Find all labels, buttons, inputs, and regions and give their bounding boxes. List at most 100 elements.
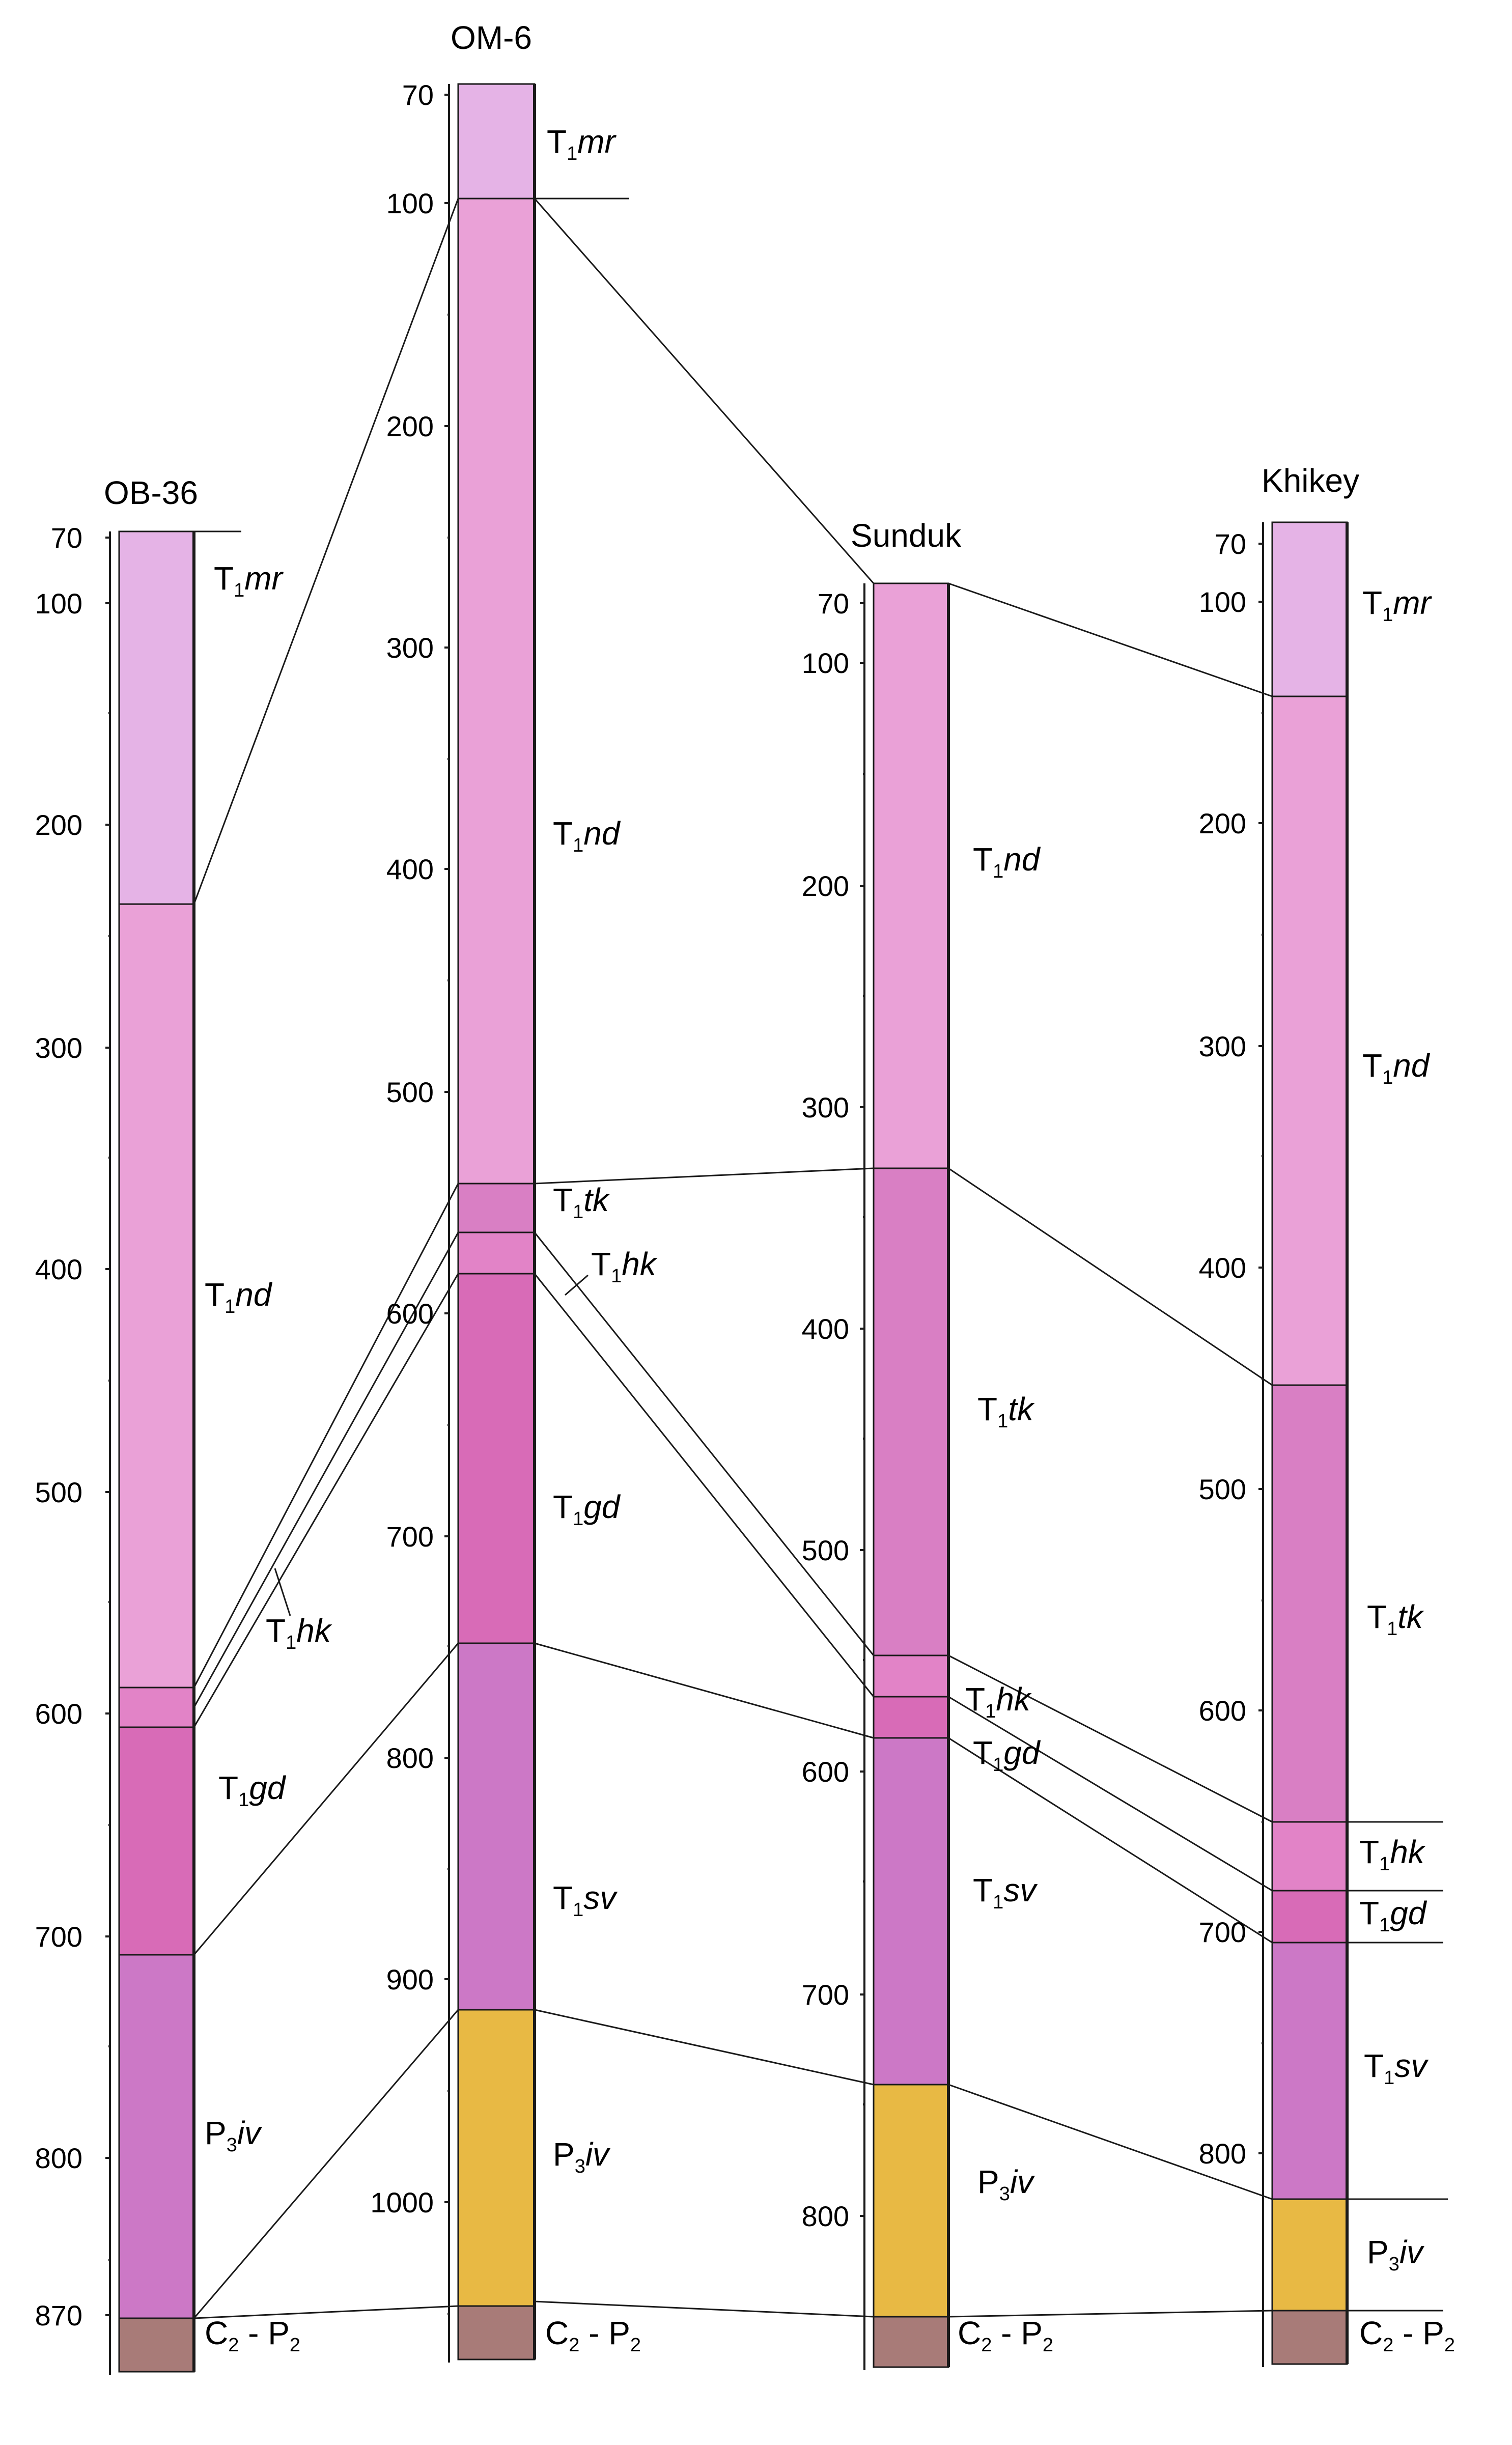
unit-label: T1hk bbox=[1359, 1834, 1426, 1875]
depth-tick-label: 300 bbox=[1199, 1030, 1246, 1062]
depth-tick-label: 400 bbox=[386, 853, 434, 885]
depth-tick-label: 200 bbox=[1199, 807, 1246, 839]
correlation-line bbox=[534, 1167, 874, 1185]
depth-tick-label: 300 bbox=[802, 1091, 849, 1123]
depth-tick-label: 70 bbox=[818, 587, 849, 620]
depth-tick-label: 70 bbox=[1215, 528, 1246, 560]
unit-label: T1gd bbox=[1359, 1895, 1427, 1936]
correlation-line bbox=[948, 2310, 1273, 2318]
unit-label: T1mr bbox=[214, 560, 284, 601]
correlation-line bbox=[193, 1183, 459, 1688]
depth-tick-label: 800 bbox=[1199, 2138, 1246, 2170]
depth-tick-label: 500 bbox=[386, 1076, 434, 1108]
depth-tick-label: 700 bbox=[802, 1979, 849, 2011]
layer-unit bbox=[873, 2084, 949, 2318]
depth-tick-label: 700 bbox=[1199, 1916, 1246, 1948]
layer-unit bbox=[873, 1654, 949, 1698]
depth-tick-label: 500 bbox=[802, 1534, 849, 1566]
correlation-line bbox=[193, 1273, 459, 1728]
depth-tick-label: 900 bbox=[386, 1963, 434, 1996]
well-column-sunduk bbox=[860, 582, 950, 2370]
unit-label: C2 - P2 bbox=[958, 2315, 1053, 2356]
layer-unit bbox=[457, 1183, 536, 1233]
unit-label: P3iv bbox=[977, 2163, 1035, 2205]
depth-tick-label: 400 bbox=[1199, 1252, 1246, 1284]
layer-unit bbox=[118, 903, 195, 1689]
correlation-line bbox=[193, 1643, 459, 1955]
depth-tick-label: 400 bbox=[802, 1313, 849, 1345]
depth-tick-label: 700 bbox=[386, 1521, 434, 1553]
layer-unit bbox=[457, 2305, 536, 2360]
correlation-line bbox=[193, 2305, 459, 2319]
unit-label: T1gd bbox=[973, 1734, 1041, 1776]
depth-tick-label: 70 bbox=[51, 522, 82, 554]
layer-unit bbox=[873, 1167, 949, 1656]
labels: 70100200300400500600700800870OB-36T1mrT1… bbox=[35, 19, 1455, 2356]
layer-unit bbox=[1271, 1821, 1348, 1892]
layer-unit bbox=[118, 1954, 195, 2319]
correlation-line bbox=[534, 1273, 875, 1697]
layer-unit bbox=[1271, 1890, 1348, 1944]
layer-unit bbox=[1271, 2198, 1348, 2312]
depth-tick-label: 100 bbox=[35, 587, 82, 620]
unit-label: T1gd bbox=[218, 1769, 287, 1811]
unit-label: T1nd bbox=[973, 841, 1041, 882]
depth-tick-label: 1000 bbox=[370, 2186, 434, 2218]
unit-label: T1nd bbox=[205, 1276, 273, 1317]
depth-tick-label: 500 bbox=[1199, 1473, 1246, 1505]
correlation-line bbox=[193, 1232, 459, 1708]
well-title: Khikey bbox=[1262, 462, 1359, 499]
well-column-om-6 bbox=[444, 83, 629, 2363]
depth-tick-label: 100 bbox=[802, 647, 849, 679]
unit-label: T1sv bbox=[973, 1872, 1038, 1913]
depth-tick-label: 300 bbox=[35, 1032, 82, 1064]
well-columns bbox=[105, 83, 1448, 2375]
label-leader-line bbox=[274, 1568, 291, 1616]
depth-tick-label: 70 bbox=[402, 79, 434, 111]
layer-unit bbox=[873, 1737, 949, 2086]
layer-unit bbox=[873, 582, 949, 1169]
layer-unit bbox=[457, 1273, 536, 1644]
depth-tick-label: 800 bbox=[35, 2142, 82, 2174]
correlation-line bbox=[193, 198, 459, 905]
unit-label: T1sv bbox=[1364, 2047, 1429, 2089]
unit-label: T1mr bbox=[547, 123, 617, 164]
unit-label: C2 - P2 bbox=[545, 2315, 641, 2356]
layer-unit bbox=[457, 198, 536, 1185]
layer-unit bbox=[118, 530, 195, 905]
correlation-line bbox=[534, 2300, 874, 2318]
well-title: OM-6 bbox=[451, 19, 532, 56]
unit-label: T1hk bbox=[591, 1246, 658, 1287]
depth-tick-label: 200 bbox=[802, 870, 849, 902]
depth-tick-label: 600 bbox=[35, 1698, 82, 1730]
correlation-line bbox=[948, 1167, 1273, 1386]
correlation-lines bbox=[193, 198, 1273, 2319]
unit-label: P3iv bbox=[553, 2136, 611, 2177]
depth-tick-label: 600 bbox=[1199, 1695, 1246, 1727]
correlation-line bbox=[948, 1737, 1273, 1944]
well-title: OB-36 bbox=[104, 474, 198, 511]
depth-tick-label: 800 bbox=[802, 2200, 849, 2232]
unit-label: T1nd bbox=[1362, 1047, 1431, 1088]
layer-unit bbox=[1271, 1384, 1348, 1823]
layer-unit bbox=[873, 1696, 949, 1739]
depth-tick-label: 500 bbox=[35, 1476, 82, 1508]
well-title: Sunduk bbox=[851, 517, 962, 554]
unit-label: P3iv bbox=[205, 2115, 263, 2156]
correlation-line bbox=[534, 1232, 875, 1656]
layer-unit bbox=[457, 1231, 536, 1275]
well-column-ob-36 bbox=[105, 530, 291, 2375]
correlation-line bbox=[193, 2009, 459, 2319]
correlation-line bbox=[534, 198, 875, 584]
depth-tick-label: 600 bbox=[802, 1756, 849, 1788]
layer-unit bbox=[118, 1687, 195, 1728]
unit-label: C2 - P2 bbox=[1359, 2315, 1455, 2356]
unit-label: T1tk bbox=[977, 1391, 1035, 1432]
depth-tick-label: 200 bbox=[386, 410, 434, 442]
unit-label: T1mr bbox=[1362, 584, 1433, 626]
unit-label: C2 - P2 bbox=[205, 2315, 300, 2356]
depth-tick-label: 700 bbox=[35, 1921, 82, 1953]
unit-label: T1tk bbox=[553, 1182, 610, 1223]
correlation-line bbox=[948, 582, 1273, 697]
depth-tick-label: 800 bbox=[386, 1742, 434, 1774]
